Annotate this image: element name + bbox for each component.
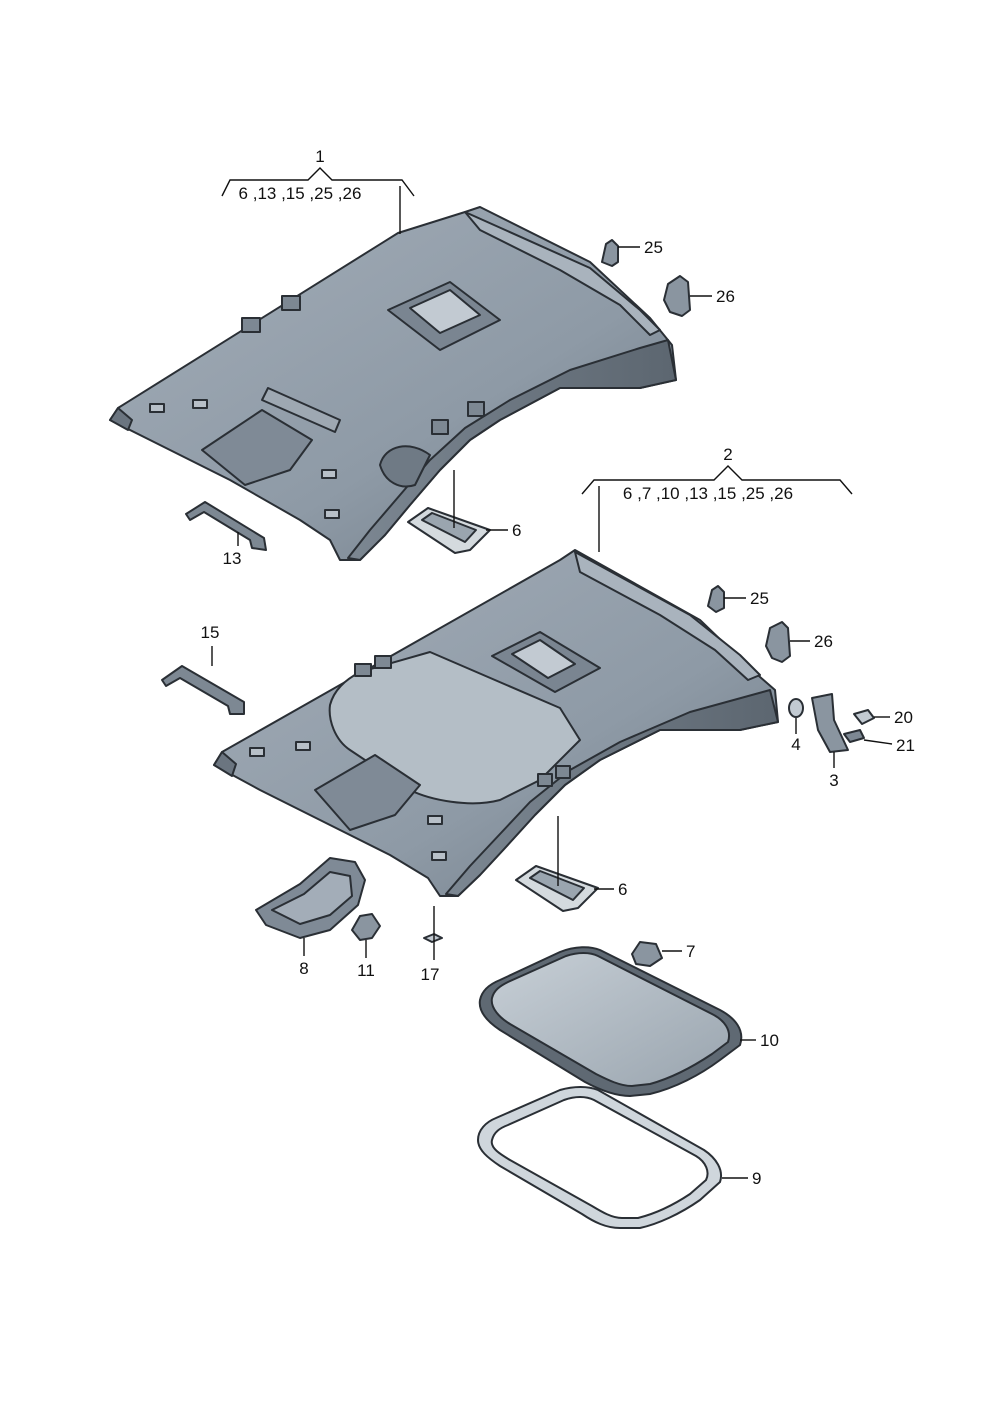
clip-7 [631, 941, 663, 967]
callout-7: 7 [686, 942, 695, 961]
headliner-1 [109, 206, 677, 561]
clip-25-upper [601, 239, 619, 267]
callout-2: 2 [723, 445, 732, 464]
callout-6-lower: 6 [618, 880, 627, 899]
clip-26-lower [765, 621, 791, 663]
clip-21 [843, 729, 865, 743]
callout-6-upper: 6 [512, 521, 521, 540]
callout-2-subparts: 6 ,7 ,10 ,13 ,15 ,25 ,26 [623, 484, 793, 503]
callout-25-upper: 25 [644, 238, 663, 257]
callout-3: 3 [829, 771, 838, 790]
callout-10: 10 [760, 1031, 779, 1050]
sunroof-glass-10 [478, 946, 743, 1097]
callout-20: 20 [894, 708, 913, 727]
clip-25-lower [707, 585, 725, 613]
tab-17 [423, 933, 443, 943]
sunroof-seal-9 [477, 1086, 722, 1229]
grommet-4 [788, 698, 804, 718]
callout-21: 21 [896, 736, 915, 755]
callout-11: 11 [357, 961, 375, 980]
grab-handle-13 [185, 501, 267, 551]
callout-25-lower: 25 [750, 589, 769, 608]
callout-13: 13 [223, 549, 242, 568]
callout-4: 4 [791, 735, 800, 754]
callout-labels: 1 6 ,13 ,15 ,25 ,26 25 26 6 13 2 6 ,7 ,1… [201, 147, 915, 1188]
callout-17: 17 [421, 965, 440, 984]
callout-26-lower: 26 [814, 632, 833, 651]
clip-26-upper [663, 275, 691, 317]
callout-26-upper: 26 [716, 287, 735, 306]
callout-8: 8 [299, 959, 308, 978]
callout-1-subparts: 6 ,13 ,15 ,25 ,26 [239, 184, 362, 203]
clip-11 [351, 913, 381, 941]
headliner-2 [213, 549, 779, 897]
grab-handle-15 [161, 665, 245, 715]
callout-15: 15 [201, 623, 220, 642]
trim-strip-3 [811, 693, 849, 753]
callout-9: 9 [752, 1169, 761, 1188]
callout-1: 1 [315, 147, 324, 166]
leader-lines [211, 167, 893, 1179]
clip-20 [853, 709, 875, 725]
